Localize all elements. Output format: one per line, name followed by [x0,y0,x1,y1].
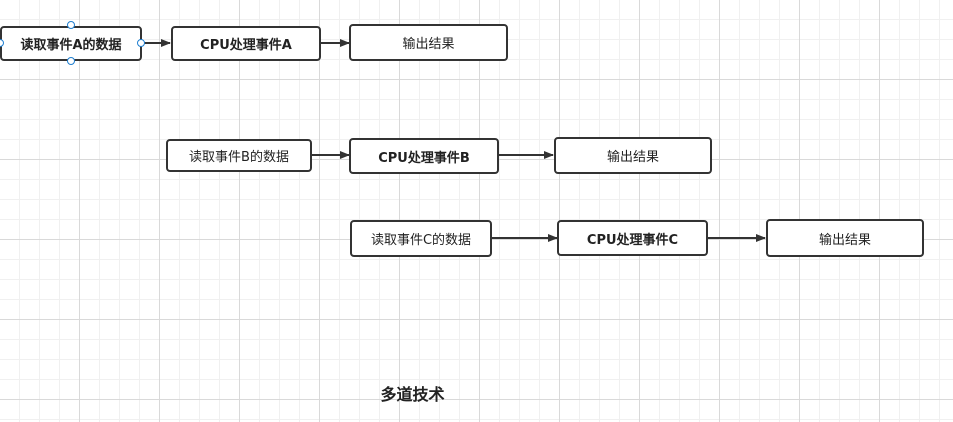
cpu-event-c-label: CPU处理事件C [586,232,679,248]
output-a-node[interactable]: 输出结果 [349,24,508,61]
read-event-c-node[interactable]: 读取事件C的数据 [350,220,492,257]
output-a-label: 输出结果 [402,37,455,52]
cpu-event-b-node[interactable]: CPU处理事件B [349,138,499,174]
output-b-label: 输出结果 [606,150,659,165]
selection-handle-top[interactable] [67,21,75,29]
read-event-c-label: 读取事件C的数据 [370,233,472,248]
read-event-a-label: 读取事件A的数据 [20,38,122,53]
selection-handle-bottom[interactable] [67,57,75,65]
selection-handle-right[interactable] [137,39,145,47]
read-event-a-node[interactable]: 读取事件A的数据 [0,26,142,61]
output-b-node[interactable]: 输出结果 [554,137,712,174]
cpu-event-a-label: CPU处理事件A [200,38,292,53]
diagram-caption: 多道技术 [380,385,445,404]
output-c-label: 输出结果 [818,232,871,248]
cpu-event-a-node[interactable]: CPU处理事件A [171,26,321,61]
output-c-node[interactable]: 输出结果 [766,219,924,257]
cpu-event-c-node[interactable]: CPU处理事件C [557,220,708,256]
read-event-b-label: 读取事件B的数据 [189,150,289,165]
read-event-b-node[interactable]: 读取事件B的数据 [166,139,312,172]
cpu-event-b-label: CPU处理事件B [378,150,470,166]
